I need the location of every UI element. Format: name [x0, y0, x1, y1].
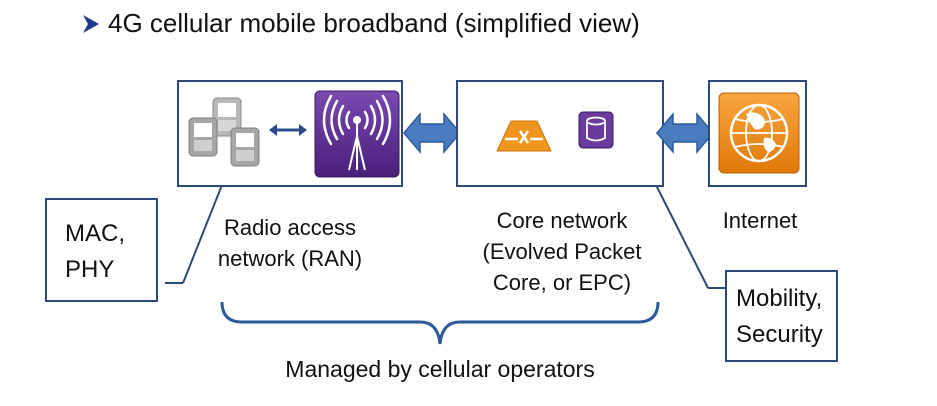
core-label-line2: (Evolved Packet [482, 239, 642, 264]
small-bidirectional-arrow-icon [269, 124, 307, 136]
slide-title: 4G cellular mobile broadband (simplified… [82, 8, 640, 39]
mac-phy-line2: PHY [65, 256, 115, 283]
core-label-line1: Core network [496, 208, 628, 233]
ran-label-line1: Radio access [223, 215, 357, 240]
mobility-connector-diagonal [655, 184, 709, 289]
mobility-line1: Mobility, [736, 285, 823, 312]
ran-label: Radio access network (RAN) [205, 212, 375, 274]
mac-phy-connector-diagonal [182, 184, 223, 284]
mac-phy-note: MAC, PHY [45, 198, 158, 302]
router-icon [496, 120, 552, 152]
core-internet-arrow-icon [656, 111, 714, 155]
ran-box [177, 80, 403, 187]
mac-phy-line1: MAC, [65, 220, 125, 247]
core-network-box [456, 80, 664, 187]
operator-brace [220, 301, 660, 345]
core-label-line3: Core, or EPC) [492, 270, 632, 295]
mobility-line2: Security [736, 321, 823, 348]
phones-icon [188, 97, 260, 167]
ran-label-line2: network (RAN) [217, 246, 363, 271]
title-text: 4G cellular mobile broadband (simplified… [108, 8, 640, 38]
internet-box [708, 80, 807, 187]
brace-label: Managed by cellular operators [285, 356, 595, 382]
cell-tower-icon [314, 90, 400, 178]
globe-icon [718, 92, 800, 174]
mobility-security-note: Mobility, Security [725, 270, 838, 362]
database-icon [578, 111, 614, 149]
core-network-label: Core network (Evolved Packet Core, or EP… [462, 205, 662, 298]
bullet-arrow-icon [83, 14, 99, 33]
ran-core-arrow-icon [403, 111, 461, 155]
internet-label: Internet [722, 208, 798, 233]
